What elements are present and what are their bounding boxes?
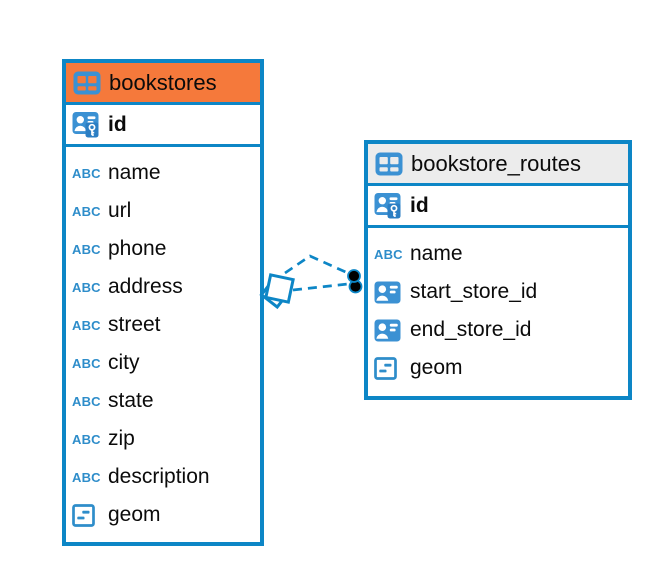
column-row-description[interactable]: ABC description <box>66 458 260 496</box>
column-name: zip <box>108 427 135 450</box>
relationship-line-lower[interactable] <box>292 282 349 292</box>
text-type-glyph: ABC <box>72 393 101 409</box>
relationship-source-anchor[interactable] <box>259 273 295 310</box>
column-name: geom <box>410 356 463 379</box>
table-bookstore-routes[interactable]: bookstore_routes id ABC name start_store_i… <box>364 140 632 400</box>
text-type-glyph: ABC <box>72 279 101 295</box>
text-type-glyph: ABC <box>72 203 101 219</box>
table-icon <box>375 152 407 176</box>
column-row-address[interactable]: ABC address <box>66 268 260 306</box>
table-header[interactable]: bookstores <box>66 63 260 105</box>
text-type-glyph: ABC <box>72 469 101 485</box>
foreign-key-icon <box>374 319 406 342</box>
text-type-icon: ABC <box>72 167 104 180</box>
column-row-geom[interactable]: geom <box>66 496 260 534</box>
table-icon <box>73 71 105 95</box>
column-name: street <box>108 313 161 336</box>
text-type-icon: ABC <box>72 281 104 294</box>
text-type-glyph: ABC <box>72 241 101 257</box>
table-title: bookstores <box>109 69 217 95</box>
column-name: url <box>108 199 132 222</box>
text-type-glyph: ABC <box>374 246 403 262</box>
geometry-type-icon <box>72 503 104 527</box>
column-row-zip[interactable]: ABC zip <box>66 420 260 458</box>
text-type-icon: ABC <box>72 395 104 408</box>
column-row-name[interactable]: ABC name <box>66 154 260 192</box>
relationship-line-upper[interactable] <box>284 254 351 276</box>
column-name: phone <box>108 237 167 260</box>
column-name: address <box>108 275 183 298</box>
text-type-icon: ABC <box>374 248 406 261</box>
text-type-icon: ABC <box>72 319 104 332</box>
text-type-icon: ABC <box>72 357 104 370</box>
primary-key-icon <box>72 111 104 139</box>
text-type-icon: ABC <box>72 433 104 446</box>
primary-key-section: id <box>368 186 628 228</box>
column-name: start_store_id <box>410 280 538 303</box>
column-row-state[interactable]: ABC state <box>66 382 260 420</box>
column-row-city[interactable]: ABC city <box>66 344 260 382</box>
text-type-glyph: ABC <box>72 431 101 447</box>
text-type-glyph: ABC <box>72 355 101 371</box>
text-type-icon: ABC <box>72 205 104 218</box>
column-row-id[interactable]: id <box>368 185 628 227</box>
column-row-url[interactable]: ABC url <box>66 192 260 230</box>
text-type-glyph: ABC <box>72 317 101 333</box>
column-row-phone[interactable]: ABC phone <box>66 230 260 268</box>
column-name: name <box>410 242 463 265</box>
text-type-icon: ABC <box>72 243 104 256</box>
column-name: id <box>108 112 127 136</box>
column-name: geom <box>108 503 161 526</box>
column-row-street[interactable]: ABC street <box>66 306 260 344</box>
primary-key-icon <box>374 192 406 220</box>
table-header[interactable]: bookstore_routes <box>368 144 628 186</box>
column-name: state <box>108 389 154 412</box>
column-name: city <box>108 351 140 374</box>
primary-key-section: id <box>66 105 260 147</box>
column-row-end_store_id[interactable]: end_store_id <box>368 311 628 349</box>
column-name: description <box>108 465 210 488</box>
geometry-type-icon <box>374 356 406 380</box>
column-row-geom[interactable]: geom <box>368 349 628 387</box>
column-name: end_store_id <box>410 318 532 341</box>
column-row-id[interactable]: id <box>66 104 260 146</box>
text-type-glyph: ABC <box>72 165 101 181</box>
text-type-icon: ABC <box>72 471 104 484</box>
relationship-target-anchor[interactable] <box>347 269 363 294</box>
foreign-key-icon <box>374 281 406 304</box>
column-name: id <box>410 193 429 217</box>
column-row-name[interactable]: ABC name <box>368 235 628 273</box>
column-row-start_store_id[interactable]: start_store_id <box>368 273 628 311</box>
column-name: name <box>108 161 161 184</box>
table-title: bookstore_routes <box>411 150 581 176</box>
